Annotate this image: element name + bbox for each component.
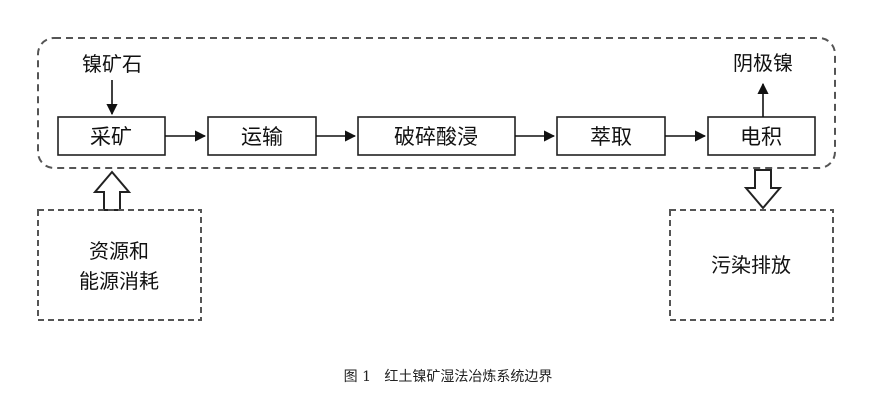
resource-box-line2: 能源消耗 [79,269,159,293]
figure-caption: 图 1 红土镍矿湿法冶炼系统边界 [344,369,553,385]
process-step-label: 萃取 [590,125,632,149]
process-step-label: 采矿 [90,125,132,149]
process-step-label: 运输 [241,125,283,149]
emission-box [669,209,834,321]
input-ore-label: 镍矿石 [82,52,142,76]
emission-label: 污染排放 [711,253,791,277]
output-product-label: 阴极镍 [733,51,793,75]
process-step-label: 电积 [740,125,782,149]
process-step-electrowinning: 电积 [707,116,816,156]
resource-energy-box [37,209,202,321]
process-step-transport: 运输 [207,116,317,156]
resource-input-hollow-arrow [92,170,132,211]
process-step-label: 破碎酸浸 [394,125,478,149]
process-step-crush-leach: 破碎酸浸 [357,116,516,156]
process-step-mining: 采矿 [57,116,166,156]
emission-output-hollow-arrow [743,169,783,210]
process-step-extraction: 萃取 [556,116,666,156]
resource-box-line1: 资源和 [89,239,149,263]
